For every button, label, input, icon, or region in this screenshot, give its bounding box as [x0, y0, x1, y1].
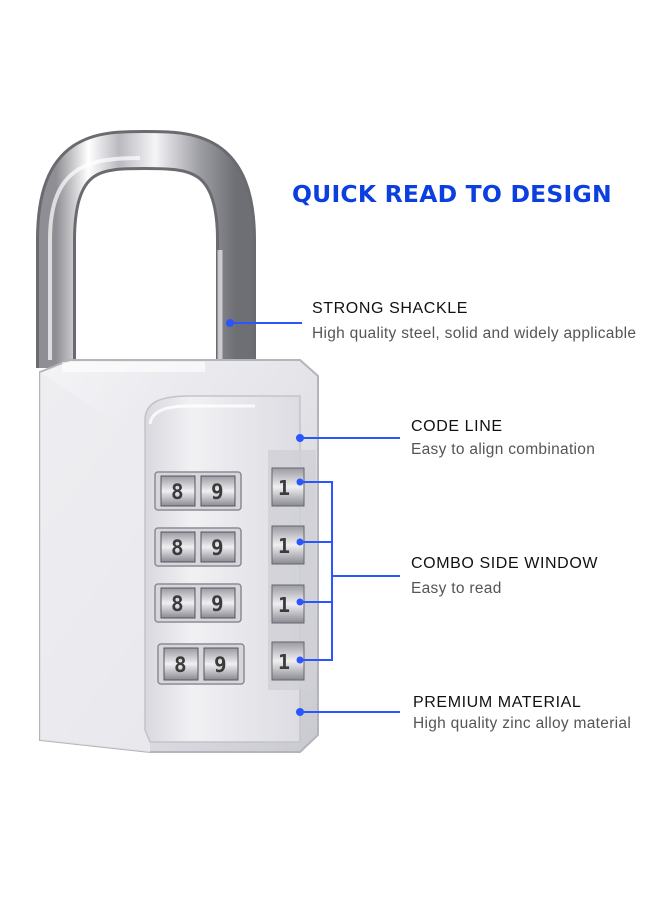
side-window-2: 1 — [271, 525, 305, 565]
callout-dot — [296, 708, 304, 716]
feature-title-material: PREMIUM MATERIAL — [413, 694, 582, 711]
front-dials: 8 9 8 9 8 9 8 9 — [154, 471, 245, 685]
feature-title-side-window: COMBO SIDE WINDOW — [411, 555, 599, 572]
callout-dot — [296, 656, 304, 664]
callout-dot — [226, 319, 234, 327]
feature-desc-side-window: Easy to read — [411, 580, 502, 597]
shackle — [36, 129, 256, 392]
side-digit: 1 — [278, 534, 290, 558]
dial-digit: 8 — [171, 536, 184, 560]
callout-lines — [230, 322, 400, 713]
dial-digit: 9 — [211, 480, 224, 504]
dial-digit: 9 — [214, 653, 227, 677]
dial-digit: 8 — [174, 653, 187, 677]
dial-row-4: 8 9 — [157, 643, 245, 685]
dial-digit: 8 — [171, 592, 184, 616]
callout-dot — [296, 478, 304, 486]
side-window-4: 1 — [271, 641, 305, 681]
callout-bracket-window — [300, 481, 400, 661]
dial-row-1: 8 9 — [154, 471, 242, 511]
side-window-1: 1 — [271, 467, 305, 507]
callout-dots — [226, 319, 304, 716]
side-digit: 1 — [278, 650, 290, 674]
callout-dot — [296, 434, 304, 442]
dial-row-2: 8 9 — [154, 527, 242, 567]
dial-digit: 8 — [171, 480, 184, 504]
side-digit: 1 — [278, 593, 290, 617]
feature-desc-material: High quality zinc alloy material — [413, 715, 632, 732]
headline: QUICK READ TO DESIGN — [292, 180, 612, 208]
side-windows: 1 1 1 1 — [271, 467, 305, 681]
callout-dot — [296, 598, 304, 606]
callout-dot — [296, 538, 304, 546]
dial-digit: 9 — [211, 592, 224, 616]
feature-title-shackle: STRONG SHACKLE — [312, 300, 468, 317]
side-digit: 1 — [278, 476, 290, 500]
feature-desc-shackle: High quality steel, solid and widely app… — [312, 325, 637, 342]
dial-digit: 9 — [211, 536, 224, 560]
feature-desc-code-line: Easy to align combination — [411, 441, 596, 458]
dial-row-3: 8 9 — [154, 583, 242, 623]
feature-title-code-line: CODE LINE — [411, 418, 503, 435]
